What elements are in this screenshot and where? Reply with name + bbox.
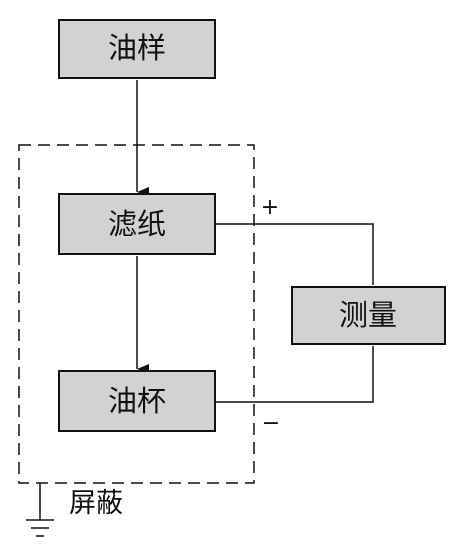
node-filter-paper-label: 滤纸 [108, 207, 166, 241]
node-oil-cup-label: 油杯 [108, 384, 166, 418]
node-measure: 测量 [291, 286, 446, 345]
node-filter-paper: 滤纸 [58, 193, 216, 255]
ground-icon [26, 483, 54, 537]
node-oil-sample: 油样 [58, 19, 216, 79]
positive-terminal-sign: + [261, 195, 279, 220]
shield-label: 屏蔽 [69, 488, 123, 519]
wire-positive [216, 223, 374, 285]
node-oil-sample-label: 油样 [108, 31, 166, 65]
wire-negative [216, 346, 374, 403]
node-oil-cup: 油杯 [58, 370, 216, 432]
node-measure-label: 测量 [339, 298, 397, 332]
negative-terminal-sign: − [262, 411, 280, 436]
